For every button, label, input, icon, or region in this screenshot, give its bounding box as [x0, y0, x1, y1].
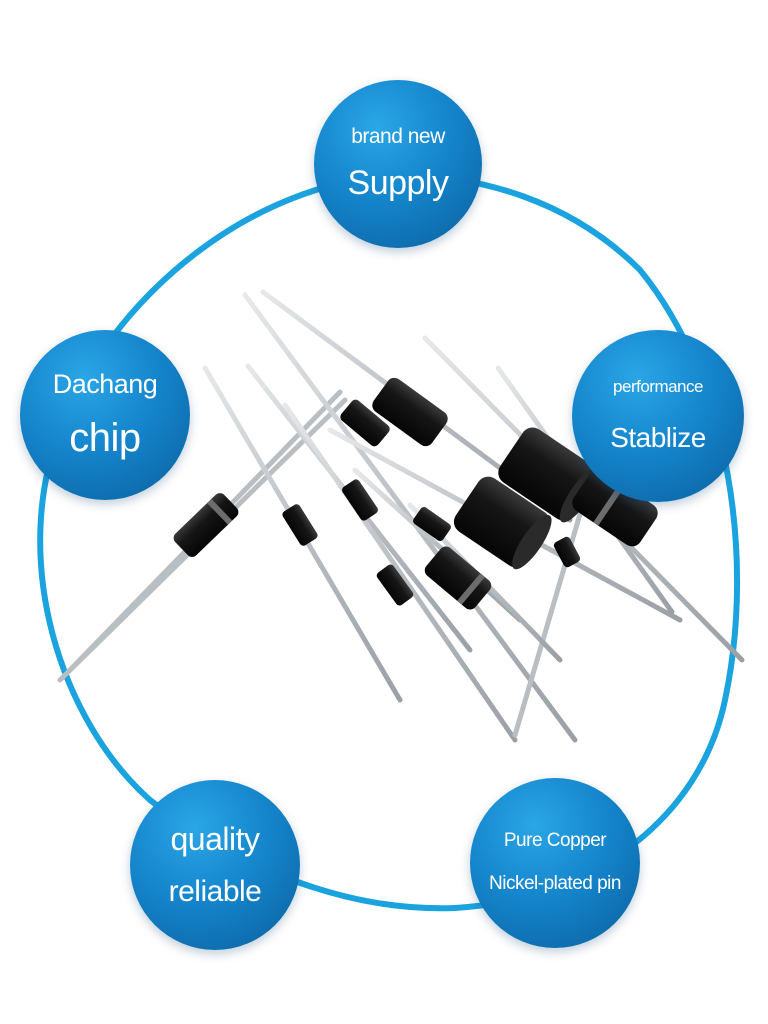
diode-bodies: [173, 377, 658, 610]
diode-body: [173, 493, 239, 557]
bubble-right-line2: Stablize: [610, 422, 706, 454]
bubble-left-line2: chip: [69, 416, 141, 461]
bubble-left-line1: Dachang: [52, 368, 158, 399]
diode-body: [282, 504, 318, 546]
bubble-top-line2: Supply: [347, 164, 449, 203]
bubble-bottom-right-line1: Pure Copper: [503, 830, 607, 852]
bubble-bottom-left-line2: reliable: [168, 875, 262, 909]
diode-body: [372, 377, 448, 447]
bubble-top-line1: brand new: [351, 125, 445, 148]
lead: [282, 402, 518, 743]
diode-body: [413, 507, 451, 541]
lead: [352, 467, 523, 623]
diode-body: [376, 564, 414, 606]
feature-bubble-right: performance Stablize: [572, 330, 744, 502]
bubble-bottom-left-line1: quality: [170, 820, 261, 857]
diode-body: [572, 469, 658, 547]
feature-bubble-left: Dachang chip: [20, 330, 190, 500]
diode-body: [553, 536, 581, 568]
diode-body: [342, 479, 378, 521]
bubble-right-line1: performance: [613, 377, 703, 396]
diode-body: [424, 546, 492, 610]
bubble-bottom-right-line2: Nickel-plated pin: [489, 873, 621, 894]
diode-body: [453, 476, 552, 570]
feature-bubble-bottom-right: Pure Copper Nickel-plated pin: [470, 778, 640, 948]
feature-bubble-top: brand new Supply: [314, 80, 482, 248]
feature-bubble-bottom-left: quality reliable: [130, 780, 300, 950]
lead: [512, 477, 593, 738]
diode-body: [340, 399, 390, 447]
